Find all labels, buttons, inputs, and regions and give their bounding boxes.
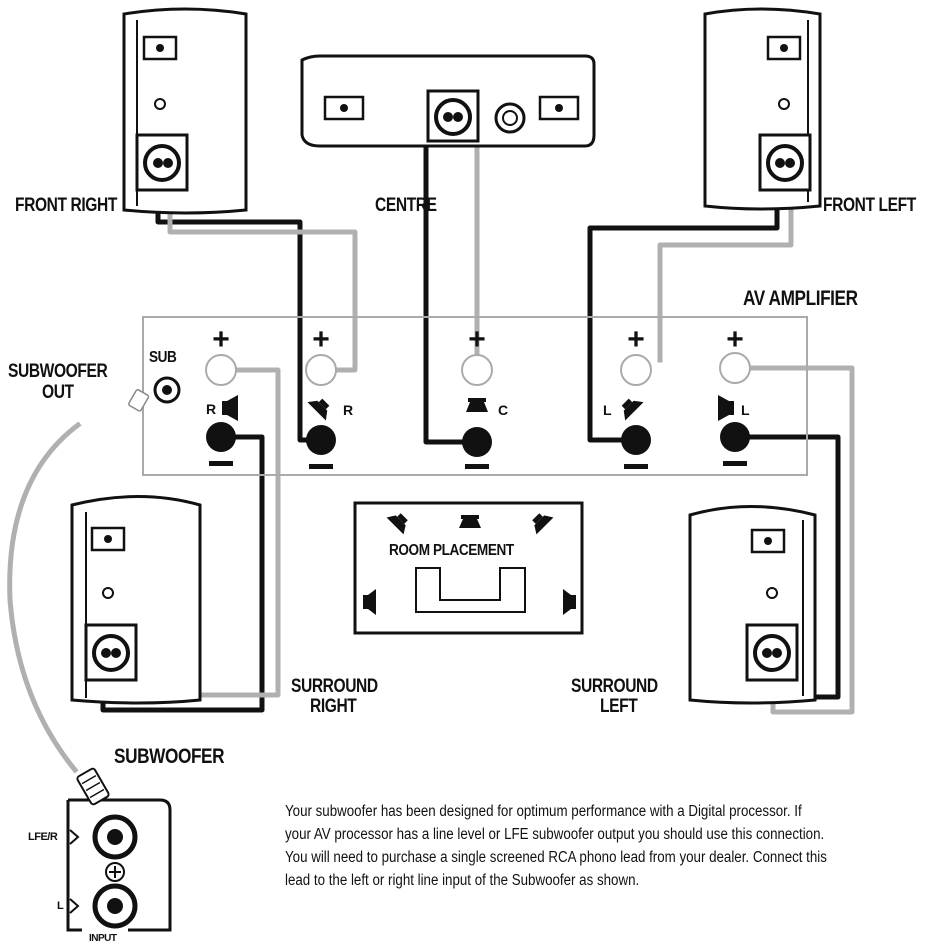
minus-sign <box>624 464 648 469</box>
label-l: L <box>57 900 64 912</box>
speaker-front-left <box>703 7 822 211</box>
terminal-c-neg <box>462 427 492 457</box>
terminal-letter-l: L <box>741 402 750 418</box>
speaker-left-side-icon <box>718 395 734 421</box>
speaker-front-right <box>122 7 248 215</box>
plus-sign: + <box>726 323 744 356</box>
terminal-sl-neg <box>720 422 750 452</box>
speaker-centre <box>300 54 596 148</box>
terminal-letter-c: C <box>498 402 508 418</box>
instructions-line: your AV processor has a line level or LF… <box>285 826 825 843</box>
plus-sign: + <box>468 323 486 356</box>
minus-sign <box>465 464 489 469</box>
sub-out-plug-icon <box>128 389 150 412</box>
speaker-right-side-icon <box>222 395 238 421</box>
instructions-line: You will need to purchase a single scree… <box>285 849 827 866</box>
rca-plug-icon <box>76 767 110 806</box>
speaker-surround-right <box>70 495 202 705</box>
label-lfe-r: LFE/R <box>28 831 58 843</box>
label-av-amplifier: AV AMPLIFIER <box>743 287 858 310</box>
label-surround-left-1: SURROUND <box>571 676 658 697</box>
plus-sign: + <box>312 323 330 356</box>
wire-front-right-pos <box>167 182 358 373</box>
terminal-c-pos <box>461 354 493 386</box>
terminal-fl-neg <box>621 425 651 455</box>
terminal-fr-neg <box>306 425 336 455</box>
label-subwoofer-out-1: SUBWOOFER <box>8 361 108 382</box>
terminal-letter-l: L <box>603 402 612 418</box>
label-sub: SUB <box>149 349 177 366</box>
wire-subwoofer-lead <box>7 421 82 774</box>
plus-sign: + <box>212 323 230 356</box>
plus-sign: + <box>627 323 645 356</box>
terminal-letter-r: R <box>206 401 216 417</box>
minus-sign <box>209 461 233 466</box>
instructions-line: Your subwoofer has been designed for opt… <box>285 803 802 820</box>
speaker-surround-left <box>688 505 817 705</box>
terminal-letter-r: R <box>343 402 353 418</box>
label-front-right: FRONT RIGHT <box>15 195 117 216</box>
terminal-fr-pos <box>305 354 337 386</box>
minus-sign <box>309 464 333 469</box>
instructions-paragraph: Your subwoofer has been designed for opt… <box>285 800 853 892</box>
label-front-left: FRONT LEFT <box>823 195 916 216</box>
speaker-front-left-icon <box>621 398 644 421</box>
minus-sign <box>723 461 747 466</box>
terminal-fl-pos <box>620 354 652 386</box>
wire-front-right-neg <box>155 182 323 443</box>
speaker-front-right-icon <box>307 398 330 421</box>
label-subwoofer-out-2: OUT <box>42 382 74 403</box>
terminal-group <box>153 352 751 457</box>
room-placement-diagram <box>353 501 584 635</box>
terminal-sr-neg <box>206 422 236 452</box>
subwoofer-input-panel <box>66 767 172 932</box>
label-surround-right-1: SURROUND <box>291 676 378 697</box>
label-input: INPUT <box>89 933 117 944</box>
speaker-centre-icon <box>466 398 488 412</box>
instructions-line: lead to the left or right line input of … <box>285 872 640 889</box>
label-subwoofer: SUBWOOFER <box>114 745 225 768</box>
label-centre: CENTRE <box>375 195 437 216</box>
wire-centre-neg <box>423 126 471 445</box>
label-surround-right-2: RIGHT <box>310 696 357 717</box>
terminal-sl-pos <box>719 352 751 384</box>
label-surround-left-2: LEFT <box>600 696 638 717</box>
label-room-placement: ROOM PLACEMENT <box>389 542 514 559</box>
terminal-sr-pos <box>205 354 237 386</box>
